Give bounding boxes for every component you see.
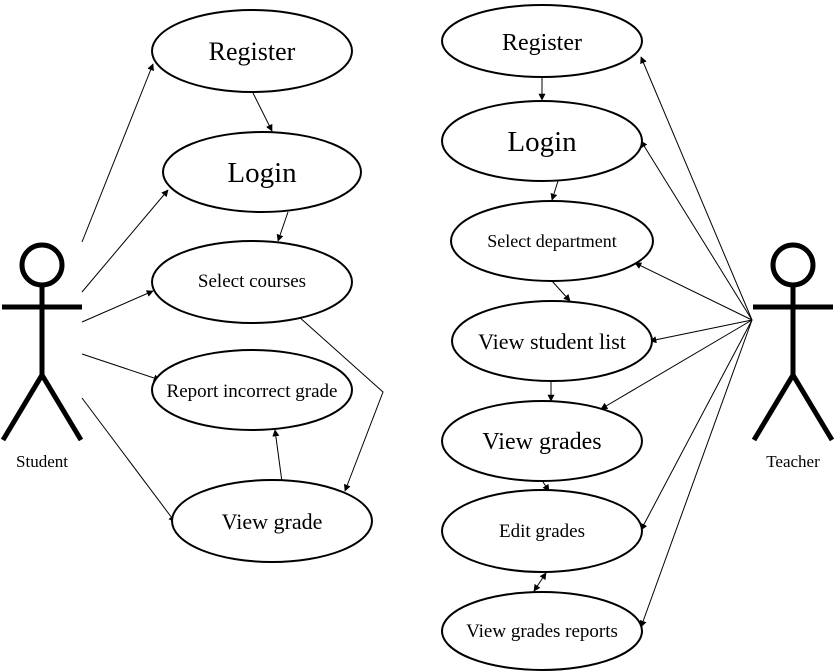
arrow-student-to-view-grade <box>81 397 176 523</box>
arrow-student-to-register <box>81 63 154 243</box>
use-case-label: Login <box>227 157 297 189</box>
use-case-label: Select courses <box>198 271 306 292</box>
teacher-left-leg <box>751 373 796 442</box>
arrow-student-to-login <box>81 189 169 293</box>
use-case-edit-grades: Edit grades <box>441 489 643 573</box>
arrow-select-courses-to-view-grade <box>297 315 384 492</box>
use-case-label: View grades <box>482 429 601 455</box>
arrow-teacher-to-register <box>640 56 753 321</box>
arrow-login-to-select-department <box>550 180 559 201</box>
arrow-login-to-select-courses <box>276 211 289 242</box>
use-case-label: Edit grades <box>499 521 585 542</box>
arrow-teacher-to-edit-grades <box>640 319 753 531</box>
use-case-label: View grade <box>222 509 323 534</box>
teacher-label: Teacher <box>766 452 820 471</box>
use-case-report-incorrect-grade: Report incorrect grade <box>151 349 353 431</box>
arrow-teacher-to-select-department <box>634 262 753 321</box>
use-case-view-grades-reports: View grades reports <box>441 591 643 671</box>
use-case-label: View grades reports <box>466 621 618 642</box>
use-case-teacher-login: Login <box>441 100 643 182</box>
student-label: Student <box>16 452 68 471</box>
use-case-teacher-register: Register <box>441 4 643 78</box>
use-case-select-department: Select department <box>450 200 654 282</box>
use-case-view-student-list: View student list <box>451 300 653 382</box>
arrow-teacher-to-login <box>640 140 753 321</box>
use-case-label: Select department <box>487 231 616 251</box>
use-case-label: View student list <box>478 329 626 354</box>
use-case-label: Register <box>502 30 582 56</box>
arrow-view-grade-to-report <box>272 429 283 483</box>
arrow-teacher-to-student-list <box>649 319 753 344</box>
student-right-leg <box>39 373 84 442</box>
connector-group <box>81 56 753 628</box>
actor-teacher: Teacher <box>751 242 835 471</box>
use-case-label: Login <box>507 126 577 158</box>
arrow-teacher-to-reports <box>639 319 753 628</box>
arrow-student-to-select-courses <box>81 290 154 323</box>
actor-student: Student <box>0 242 84 471</box>
use-case-view-grades: View grades <box>441 400 643 482</box>
use-case-student-login: Login <box>162 131 362 213</box>
student-left-leg <box>0 373 45 442</box>
student-head <box>19 242 65 288</box>
arrow-teacher-to-view-grades <box>600 319 753 410</box>
teacher-head <box>770 242 816 288</box>
arrow-edit-to-reports <box>533 572 547 592</box>
arrow-student-to-report-grade <box>81 353 161 382</box>
arrow-register-to-login-student <box>252 92 273 132</box>
use-case-view-grade: View grade <box>171 479 373 563</box>
use-case-label: Report incorrect grade <box>167 381 338 402</box>
arrow-department-to-student-list <box>551 280 571 302</box>
teacher-right-leg <box>790 373 835 442</box>
use-case-select-courses: Select courses <box>151 240 353 324</box>
use-case-student-register: Register <box>151 9 353 93</box>
use-case-label: Register <box>209 37 296 66</box>
